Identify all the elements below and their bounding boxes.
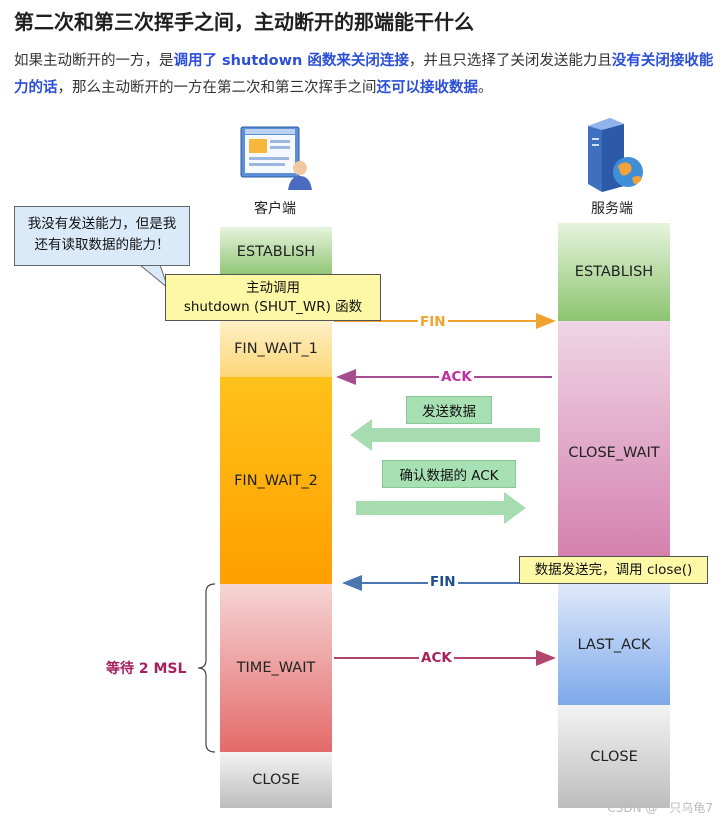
server-state-last-ack: LAST_ACK xyxy=(558,584,670,705)
para-highlight-2: 没有关闭接收能力的话 xyxy=(14,53,714,96)
server-state-establish: ESTABLISH xyxy=(558,223,670,321)
para-highlight-3: 还可以接收数据 xyxy=(376,80,479,96)
shutdown-note-line-1: 主动调用 xyxy=(246,280,300,296)
server-globe-icon xyxy=(584,116,646,192)
client-state-establish: ESTABLISH xyxy=(220,227,332,277)
shutdown-note: 主动调用 shutdown (SHUT_WR) 函数 xyxy=(165,274,381,321)
intro-paragraph: 如果主动断开的一方，是调用了 shutdown 函数来关闭连接，并且只选择了关闭… xyxy=(14,48,714,102)
client-state-close: CLOSE xyxy=(220,752,332,808)
send-data-label: 发送数据 xyxy=(406,396,492,424)
ack2-label: ACK xyxy=(419,650,454,666)
para-text-2: ，并且只选择了关闭发送能力且 xyxy=(408,53,612,69)
client-computer-icon xyxy=(238,124,314,190)
client-state-time-wait: TIME_WAIT xyxy=(220,584,332,752)
ack-data-label: 确认数据的 ACK xyxy=(382,460,516,488)
client-state-fin-wait-1: FIN_WAIT_1 xyxy=(220,320,332,377)
client-label: 客户端 xyxy=(254,201,296,217)
server-state-close: CLOSE xyxy=(558,705,670,808)
client-speech-bubble: 我没有发送能力，但是我 还有读取数据的能力！ xyxy=(14,206,190,266)
msl-label: 等待 2 MSL xyxy=(106,661,187,677)
para-text-4: 。 xyxy=(478,80,493,96)
msl-bracket xyxy=(197,583,216,753)
bubble-line-1: 我没有发送能力，但是我 xyxy=(27,216,177,232)
page-title: 第二次和第三次挥手之间，主动断开的那端能干什么 xyxy=(14,10,474,34)
send-data-arrow xyxy=(350,419,540,451)
ack-data-arrow xyxy=(356,492,526,524)
shutdown-note-line-2: shutdown (SHUT_WR) 函数 xyxy=(183,299,363,315)
fin1-label: FIN xyxy=(418,314,448,330)
para-highlight-1: 调用了 shutdown 函数来关闭连接 xyxy=(173,53,409,69)
watermark: CSDN @一只乌龟7 xyxy=(607,801,713,815)
close-call-note: 数据发送完，调用 close() xyxy=(519,556,708,584)
client-state-fin-wait-2: FIN_WAIT_2 xyxy=(220,377,332,584)
tcp-close-diagram: 客户端 服务端 ESTABLISH FIN_WAIT_1 FIN_WAIT_2 … xyxy=(0,110,725,820)
para-text-3: ，那么主动断开的一方在第二次和第三次挥手之间 xyxy=(57,80,377,96)
server-label: 服务端 xyxy=(591,201,633,217)
ack1-label: ACK xyxy=(439,369,474,385)
server-state-close-wait: CLOSE_WAIT xyxy=(558,321,670,584)
para-text-1: 如果主动断开的一方，是 xyxy=(14,53,174,69)
bubble-line-2: 还有读取数据的能力！ xyxy=(34,237,170,253)
bubble-tail xyxy=(138,264,170,290)
fin2-label: FIN xyxy=(428,574,458,590)
